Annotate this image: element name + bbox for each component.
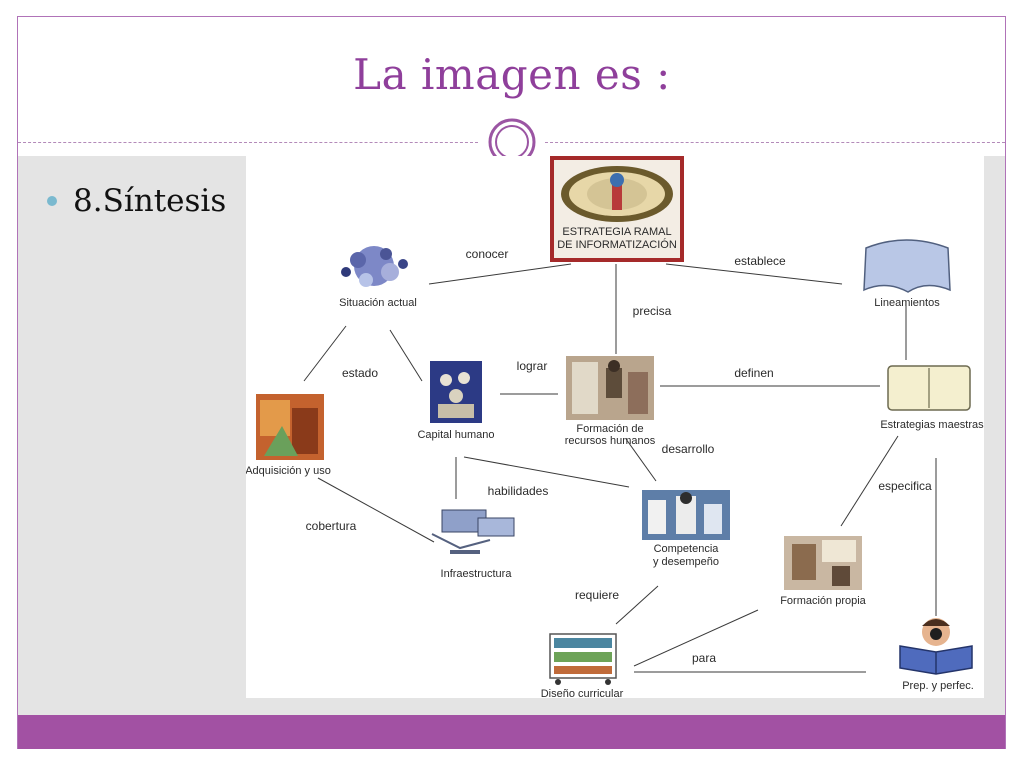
node-label-competencia-2: y desempeño xyxy=(653,556,719,568)
scroll-paper-icon xyxy=(863,239,951,293)
node-label-formacion-rh-1: Formación de xyxy=(576,423,643,435)
node-label-diseno: Diseño curricular xyxy=(541,688,624,698)
node-infraestructura: Infraestructura xyxy=(431,509,515,580)
edge-label-lograr: lograr xyxy=(517,359,548,373)
node-label-prep: Prep. y perfec. xyxy=(902,680,974,692)
node-label-estrategia-1: ESTRATEGIA RAMAL xyxy=(562,226,671,238)
reading-student-icon xyxy=(899,618,973,675)
edge-label-precisa: precisa xyxy=(633,304,672,318)
edge-para-upper-line xyxy=(633,609,759,667)
node-label-estrategia-2: DE INFORMATIZACIÓN xyxy=(557,238,677,251)
puzzle-cluster-icon xyxy=(341,246,408,287)
concept-map-svg: conocer establece precisa estado lograr … xyxy=(246,156,984,698)
slide-title: La imagen es : xyxy=(353,50,671,99)
node-label-lineamientos: Lineamientos xyxy=(874,297,940,309)
node-diseno-curricular: Diseño curricular xyxy=(541,633,624,698)
computer-workstations-icon xyxy=(431,509,515,554)
divider-ring-ornament xyxy=(483,116,541,156)
node-formacion-recursos-humanos: Formación de recursos humanos xyxy=(565,356,656,447)
edge-habilidades-line xyxy=(463,456,630,488)
connector-lines xyxy=(303,263,937,673)
node-label-estrategias: Estrategias maestras xyxy=(880,419,984,431)
node-label-adquisicion: Adquisición y uso xyxy=(246,465,331,477)
edge-establece-line xyxy=(665,263,843,285)
bullet-text: 8.Síntesis xyxy=(73,183,227,219)
edge-label-para: para xyxy=(692,651,716,665)
footer-bar xyxy=(18,715,1005,749)
node-label-infraestructura: Infraestructura xyxy=(441,568,513,580)
node-label-capital: Capital humano xyxy=(417,429,494,441)
node-competencia-desempeno: Competencia y desempeño xyxy=(642,490,730,568)
title-divider-right xyxy=(545,142,1005,143)
edge-label-establece: establece xyxy=(734,254,786,268)
edge-cobertura-line xyxy=(317,477,435,543)
bookshelf-cart-icon xyxy=(549,633,617,685)
node-label-formacion-rh-2: recursos humanos xyxy=(565,435,656,447)
edge-label-cobertura: cobertura xyxy=(306,519,357,533)
node-adquisicion-uso: Adquisición y uso xyxy=(246,394,331,477)
edge-label-requiere: requiere xyxy=(575,588,619,602)
node-label-situacion: Situación actual xyxy=(339,297,417,309)
node-label-formacion-propia: Formación propia xyxy=(780,595,866,607)
edge-label-desarrollo: desarrollo xyxy=(662,442,715,456)
node-label-competencia-1: Competencia xyxy=(654,543,720,555)
node-situacion-actual: Situación actual xyxy=(339,246,417,309)
node-capital-humano: Capital humano xyxy=(417,361,495,441)
edge-estado-left-line xyxy=(303,325,347,382)
edge-especifica-line xyxy=(840,435,899,527)
edge-label-conocer: conocer xyxy=(466,247,509,261)
node-lineamientos: Lineamientos xyxy=(863,239,951,309)
edge-estado-right-line xyxy=(389,329,423,382)
concept-map: conocer establece precisa estado lograr … xyxy=(246,156,984,698)
title-divider-left xyxy=(18,142,478,143)
edge-label-especifica: especifica xyxy=(878,479,932,493)
edge-label-habilidades: habilidades xyxy=(488,484,549,498)
node-estrategias-maestras: Estrategias maestras xyxy=(880,365,984,431)
bullet-dot-icon xyxy=(47,196,57,206)
node-prep-perfec: Prep. y perfec. xyxy=(899,618,974,692)
edge-label-definen: definen xyxy=(734,366,773,380)
edge-requiere-line xyxy=(615,585,659,625)
edge-label-estado: estado xyxy=(342,366,378,380)
bullet-item: 8.Síntesis xyxy=(47,183,226,219)
edge-desarrollo-line xyxy=(625,438,657,482)
node-estrategia-ramal: ESTRATEGIA RAMAL DE INFORMATIZACIÓN xyxy=(550,156,684,262)
node-formacion-propia: Formación propia xyxy=(780,536,867,607)
edge-conocer-line xyxy=(428,263,572,285)
